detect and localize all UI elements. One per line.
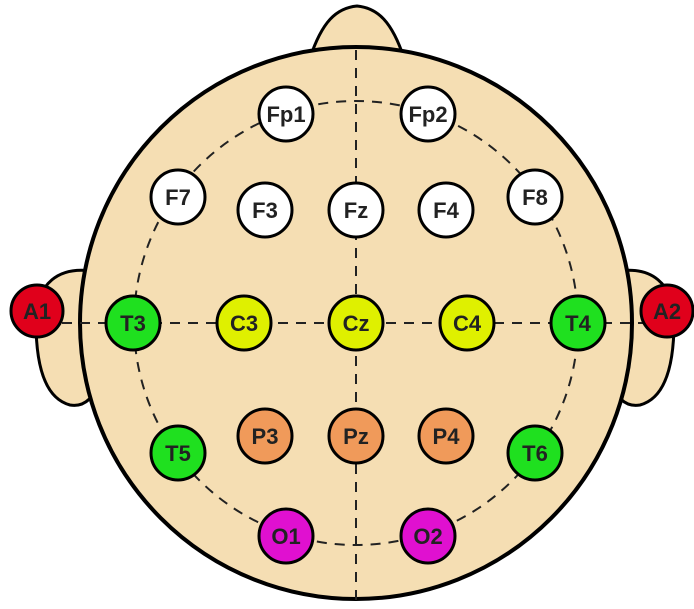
electrode-o1: O1 <box>257 507 315 565</box>
electrode-p3: P3 <box>236 407 294 465</box>
electrode-fp1-marker <box>257 85 315 143</box>
electrode-o1-marker <box>257 507 315 565</box>
electrode-t3: T3 <box>104 294 162 352</box>
electrode-o1-label: O1 <box>271 524 300 549</box>
electrode-f4-marker <box>417 181 475 239</box>
electrode-c3-label: C3 <box>230 311 258 336</box>
electrode-a1-label: A1 <box>23 299 51 324</box>
electrodes: Fp1 Fp2 F7 F3 Fz F4 F8 A1 <box>9 85 694 565</box>
electrode-fp2-marker <box>399 85 457 143</box>
electrode-f8: F8 <box>506 168 564 226</box>
electrode-p4: P4 <box>417 407 475 465</box>
electrode-p3-marker <box>236 407 294 465</box>
electrode-pz-label: Pz <box>343 424 369 449</box>
electrode-t4-marker <box>549 294 607 352</box>
electrode-t6: T6 <box>506 424 564 482</box>
electrode-p4-marker <box>417 407 475 465</box>
electrode-a2-label: A2 <box>653 299 681 324</box>
electrode-t3-marker <box>104 294 162 352</box>
electrode-o2-marker <box>399 507 457 565</box>
electrode-f8-marker <box>506 168 564 226</box>
electrode-a2-marker <box>639 283 694 339</box>
electrode-fp1: Fp1 <box>257 85 315 143</box>
electrode-f3: F3 <box>236 181 294 239</box>
nose <box>307 4 407 60</box>
electrode-f7: F7 <box>149 168 207 226</box>
electrode-c4-label: C4 <box>453 311 482 336</box>
electrode-cz-marker <box>327 294 385 352</box>
electrode-p3-label: P3 <box>252 424 279 449</box>
electrode-c3-marker <box>215 294 273 352</box>
electrode-o2: O2 <box>399 507 457 565</box>
electrode-f7-label: F7 <box>165 185 191 210</box>
electrode-fz-marker <box>327 181 385 239</box>
electrode-c4-marker <box>438 294 496 352</box>
electrode-t5-label: T5 <box>165 441 191 466</box>
electrode-t5: T5 <box>149 424 207 482</box>
electrode-f4-label: F4 <box>433 198 459 223</box>
electrode-a2: A2 <box>639 283 694 339</box>
electrode-t5-marker <box>149 424 207 482</box>
electrode-fp2: Fp2 <box>399 85 457 143</box>
electrode-t4: T4 <box>549 294 607 352</box>
electrode-f3-marker <box>236 181 294 239</box>
electrode-fp1-label: Fp1 <box>266 102 305 127</box>
electrode-t6-label: T6 <box>522 441 548 466</box>
electrode-pz-marker <box>327 407 385 465</box>
electrode-a1: A1 <box>9 283 65 339</box>
electrode-t3-label: T3 <box>120 311 146 336</box>
electrode-t6-marker <box>506 424 564 482</box>
electrode-f8-label: F8 <box>522 185 548 210</box>
electrode-f7-marker <box>149 168 207 226</box>
electrode-p4-label: P4 <box>433 424 461 449</box>
electrode-f4: F4 <box>417 181 475 239</box>
electrode-fp2-label: Fp2 <box>408 102 447 127</box>
electrode-c3: C3 <box>215 294 273 352</box>
electrode-cz: Cz <box>327 294 385 352</box>
electrode-t4-label: T4 <box>565 311 591 336</box>
electrode-c4: C4 <box>438 294 496 352</box>
electrode-o2-label: O2 <box>413 524 442 549</box>
electrode-pz: Pz <box>327 407 385 465</box>
electrode-fz-label: Fz <box>344 198 368 223</box>
electrode-f3-label: F3 <box>252 198 278 223</box>
electrode-a1-marker <box>9 283 65 339</box>
electrode-fz: Fz <box>327 181 385 239</box>
electrode-cz-label: Cz <box>343 311 370 336</box>
